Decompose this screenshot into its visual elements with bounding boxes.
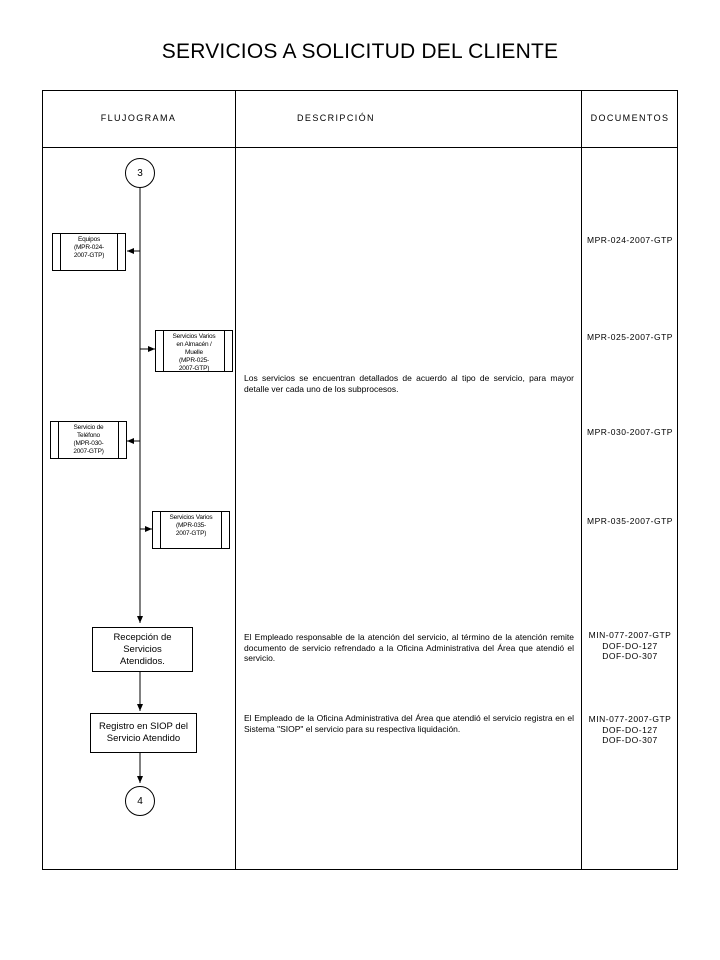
doc-reception: MIN-077-2007-GTP DOF-DO-127 DOF-DO-307	[588, 630, 672, 661]
subprocess-almacen: Servicios Varios en Almacén / Muelle (MP…	[155, 330, 233, 372]
header-divider	[42, 147, 678, 148]
connector-end-label: 4	[137, 795, 143, 807]
subprocess-equipos-label: Equipos (MPR-024- 2007-GTP)	[73, 236, 105, 259]
subprocess-telefono: Servicio de Teléfono (MPR-030- 2007-GTP)	[50, 421, 127, 459]
header-flujograma: FLUJOGRAMA	[100, 113, 177, 123]
procedure-table	[42, 90, 678, 870]
subprocess-equipos: Equipos (MPR-024- 2007-GTP)	[52, 233, 126, 271]
doc-registry: MIN-077-2007-GTP DOF-DO-127 DOF-DO-307	[588, 714, 672, 745]
subprocess-varios: Servicios Varios (MPR-035- 2007-GTP)	[152, 511, 230, 549]
doc-varios: MPR-035-2007-GTP	[587, 516, 673, 526]
description-subprocesses: Los servicios se encuentran detallados d…	[244, 373, 574, 394]
header-documentos: DOCUMENTOS	[590, 113, 670, 123]
header-descripcion: DESCRIPCIÓN	[297, 113, 375, 123]
flow-lines	[127, 188, 155, 783]
subprocess-almacen-label: Servicios Varios en Almacén / Muelle (MP…	[172, 333, 216, 372]
process-reception: Recepción de Servicios Atendidos.	[92, 627, 193, 672]
doc-telefono: MPR-030-2007-GTP	[587, 427, 673, 437]
description-reception: El Empleado responsable de la atención d…	[244, 632, 574, 663]
subprocess-varios-label: Servicios Varios (MPR-035- 2007-GTP)	[169, 514, 213, 537]
process-registry-label: Registro en SIOP del Servicio Atendido	[98, 721, 189, 744]
process-registry: Registro en SIOP del Servicio Atendido	[90, 713, 197, 753]
connector-end: 4	[125, 786, 155, 816]
doc-equipos: MPR-024-2007-GTP	[587, 235, 673, 245]
column-divider-flow	[235, 90, 236, 870]
connector-start-label: 3	[137, 167, 143, 179]
doc-almacen: MPR-025-2007-GTP	[587, 332, 673, 342]
subprocess-telefono-label: Servicio de Teléfono (MPR-030- 2007-GTP)	[73, 424, 104, 455]
description-registry: El Empleado de la Oficina Administrativa…	[244, 713, 574, 734]
page-title: SERVICIOS A SOLICITUD DEL CLIENTE	[161, 40, 559, 63]
connector-start: 3	[125, 158, 155, 188]
process-reception-label: Recepción de Servicios Atendidos.	[113, 631, 172, 667]
column-divider-docs	[581, 90, 582, 870]
